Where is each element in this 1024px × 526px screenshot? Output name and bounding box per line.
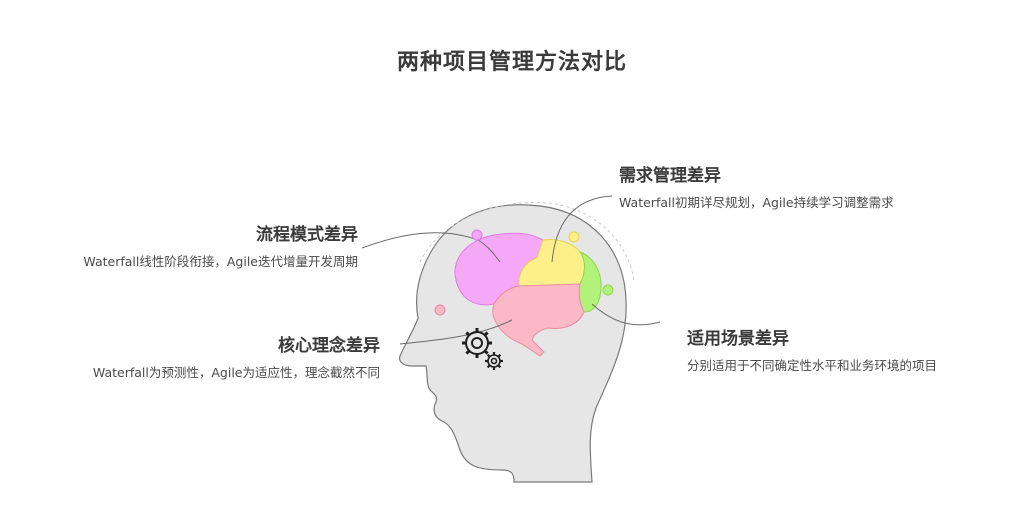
- label-concept-desc: Waterfall为预测性，Agile为适应性，理念截然不同: [92, 365, 380, 380]
- head-outline-arc: [419, 202, 635, 281]
- dot-scene: [602, 284, 614, 296]
- label-concept-title: 核心理念差异: [278, 336, 380, 356]
- label-demand: 需求管理差异 Waterfall初期详尽规划，Agile持续学习调整需求: [619, 161, 894, 211]
- label-demand-desc: Waterfall初期详尽规划，Agile持续学习调整需求: [619, 195, 894, 210]
- label-scene-title: 适用场景差异: [687, 329, 789, 349]
- dot-process: [471, 229, 483, 241]
- connector-scene: [591, 303, 661, 326]
- label-scene-desc: 分别适用于不同确定性水平和业务环境的项目: [687, 358, 938, 373]
- dot-concept: [434, 304, 446, 316]
- connector-process: [361, 232, 501, 263]
- label-process: 流程模式差异 Waterfall线性阶段衔接，Agile迭代增量开发周期: [83, 220, 358, 270]
- label-process-desc: Waterfall线性阶段衔接，Agile迭代增量开发周期: [83, 254, 358, 269]
- dot-demand: [568, 231, 580, 243]
- connector-demand: [551, 195, 613, 263]
- gears-icon: [462, 328, 503, 370]
- label-demand-title: 需求管理差异: [619, 166, 721, 186]
- page-title: 两种项目管理方法对比: [396, 50, 627, 75]
- brain-lobe-concept: [492, 283, 585, 357]
- label-concept: 核心理念差异 Waterfall为预测性，Agile为适应性，理念截然不同: [93, 331, 380, 381]
- connector-concept: [399, 319, 513, 345]
- label-process-title: 流程模式差异: [256, 225, 358, 245]
- label-scene: 适用场景差异 分别适用于不同确定性水平和业务环境的项目: [687, 324, 937, 374]
